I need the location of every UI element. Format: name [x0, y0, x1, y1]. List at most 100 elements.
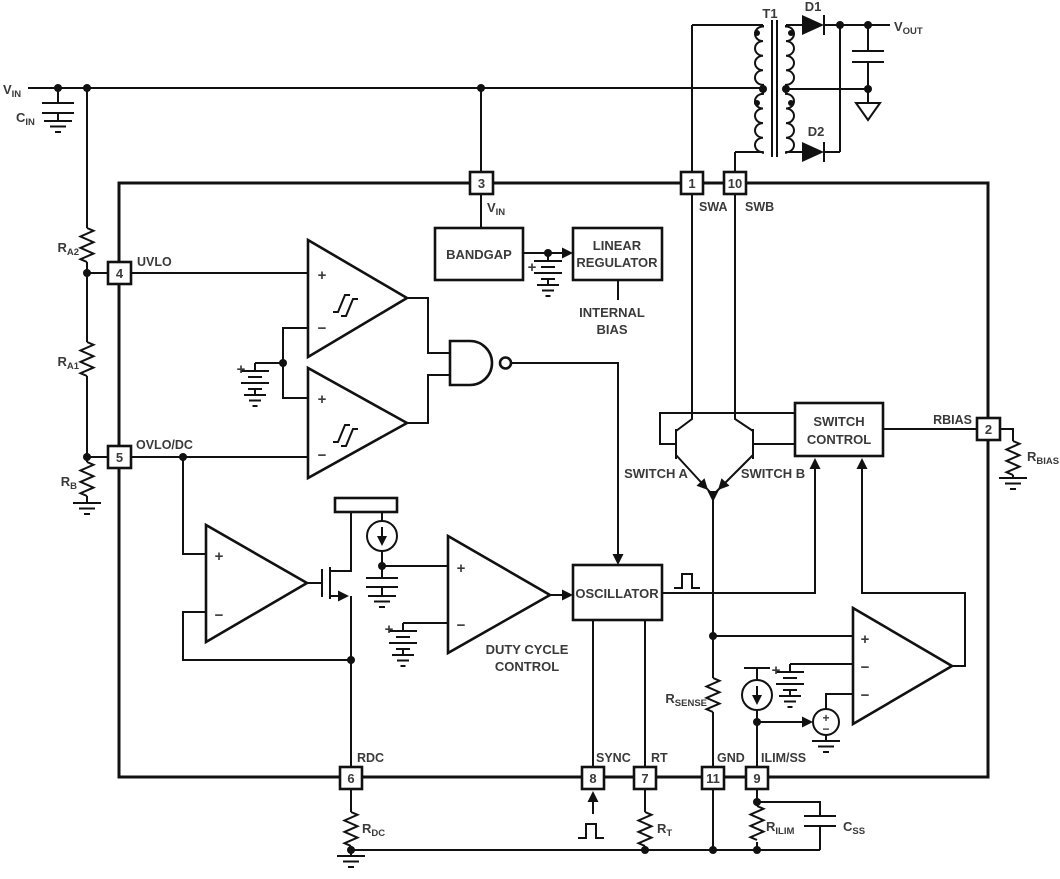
phase-dot-icon	[788, 100, 794, 106]
resistor-rt	[637, 811, 653, 847]
cin-label: CIN	[16, 110, 35, 128]
transformer-t1	[691, 20, 795, 172]
ic-outline	[117, 181, 990, 779]
rdc-pin-label: RDC	[357, 751, 384, 765]
svg-text:+: +	[385, 621, 394, 638]
pin-8: 8	[580, 765, 606, 791]
svg-text:6: 6	[347, 771, 354, 786]
vin-rail	[28, 87, 763, 133]
rsense-branch	[705, 494, 853, 767]
rt-ext-label: RT	[657, 821, 672, 839]
comparator-ref-wiring: +	[237, 327, 308, 407]
rsense-label: RSENSE	[665, 691, 707, 709]
svg-text:+: +	[861, 631, 870, 648]
vout-label: VOUT	[894, 19, 923, 37]
svg-text:−: −	[318, 447, 327, 464]
svg-text:−: −	[861, 659, 870, 676]
pin-1: 1	[679, 170, 705, 196]
css-ext-label: CSS	[843, 819, 865, 837]
switch-a-label: SWITCH A	[624, 466, 688, 481]
bandgap-arrow-icon	[562, 247, 573, 259]
svg-text:10: 10	[728, 176, 742, 191]
current-source-icon	[366, 520, 398, 552]
ovlo-comparator: + −	[306, 365, 410, 481]
duty-cycle-label-2: CONTROL	[495, 659, 559, 674]
resistor-rbias	[1005, 440, 1021, 476]
duty-cycle-comparator: + −	[446, 533, 553, 656]
svg-text:9: 9	[753, 771, 760, 786]
rbias-pin-label: RBIAS	[933, 413, 972, 427]
svg-text:−: −	[318, 320, 327, 337]
uvlo-comparator: + −	[306, 237, 410, 360]
resistor-ra1	[79, 341, 95, 377]
svg-text:+: +	[772, 662, 781, 679]
sync-external	[577, 791, 605, 839]
pin-7: 7	[632, 765, 658, 791]
uvlo-label: UVLO	[137, 255, 172, 269]
svg-text:4: 4	[116, 266, 124, 281]
rt-pin-label: RT	[651, 751, 668, 765]
nand-bubble-icon	[498, 356, 513, 370]
linear-regulator-label-2: REGULATOR	[576, 255, 658, 270]
ra1-label: RA1	[57, 354, 79, 372]
nand-to-osc-arrow-icon	[612, 554, 624, 565]
rb-label: RB	[61, 474, 77, 492]
nand-gate	[407, 297, 624, 565]
pin-6: 6	[338, 765, 364, 791]
switch-b-transistor	[713, 194, 795, 494]
internal-bias-label-2: BIAS	[596, 322, 627, 337]
svg-text:1: 1	[688, 176, 695, 191]
svg-text:5: 5	[116, 450, 123, 465]
svg-text:7: 7	[641, 771, 648, 786]
rbias-external	[998, 428, 1028, 490]
supply-bar	[333, 496, 399, 514]
resistor-rsense	[705, 677, 721, 713]
switch-control-block	[793, 401, 885, 458]
svg-text:+: +	[822, 711, 829, 725]
oscillator-label: OSCILLATOR	[575, 586, 659, 601]
resistor-rdc	[343, 811, 359, 847]
swa-label: SWA	[699, 200, 727, 214]
current-source-icon	[741, 679, 773, 711]
ovlo-dc-label: OVLO/DC	[136, 438, 193, 452]
rdc-external	[336, 789, 366, 868]
duty-ref-battery: +	[385, 621, 448, 667]
sync-pin-label: SYNC	[596, 751, 631, 765]
error-amp: + −	[204, 522, 310, 645]
output-network	[786, 24, 890, 122]
svg-text:+: +	[215, 548, 224, 565]
cin-ground-icon	[43, 120, 73, 133]
sync-arrow-icon	[587, 791, 599, 802]
svg-text:8: 8	[589, 771, 596, 786]
pin-11: 11	[700, 765, 726, 791]
clamp-arrow-icon	[802, 716, 813, 728]
input-divider	[72, 88, 108, 515]
ramp-mosfet	[182, 512, 352, 767]
svg-text:−: −	[457, 617, 466, 634]
ramp-cap-ground-icon	[367, 595, 397, 608]
osc-pulse-icon	[673, 573, 701, 589]
svg-text:+: +	[457, 560, 466, 577]
rt-external	[637, 789, 653, 850]
pin-10: 10	[722, 170, 748, 196]
rilim-ext-label: RILIM	[766, 819, 794, 837]
ilim-ref-battery: +	[772, 662, 853, 708]
duty-to-osc-arrow-icon	[562, 589, 573, 601]
bandgap-ref-battery-icon: +	[528, 252, 563, 297]
pin-4: 4	[106, 260, 133, 286]
clamp-ground-icon	[811, 740, 841, 753]
d1-label: D1	[805, 0, 822, 14]
svg-text:−: −	[861, 687, 870, 704]
pin-2: 2	[975, 416, 1002, 442]
svg-text:+: +	[528, 259, 537, 276]
oscillator-block	[571, 563, 664, 622]
internal-bias-label-1: INTERNAL	[579, 305, 645, 320]
linear-regulator-label-1: LINEAR	[593, 238, 642, 253]
svg-text:+: +	[318, 391, 327, 408]
ra2-label: RA2	[57, 240, 79, 258]
svg-text:−: −	[822, 722, 829, 736]
junction-dots	[54, 21, 872, 854]
switch-control-label-1: SWITCH	[813, 414, 864, 429]
pin-9: 9	[744, 765, 770, 791]
svg-text:+: +	[237, 361, 246, 378]
